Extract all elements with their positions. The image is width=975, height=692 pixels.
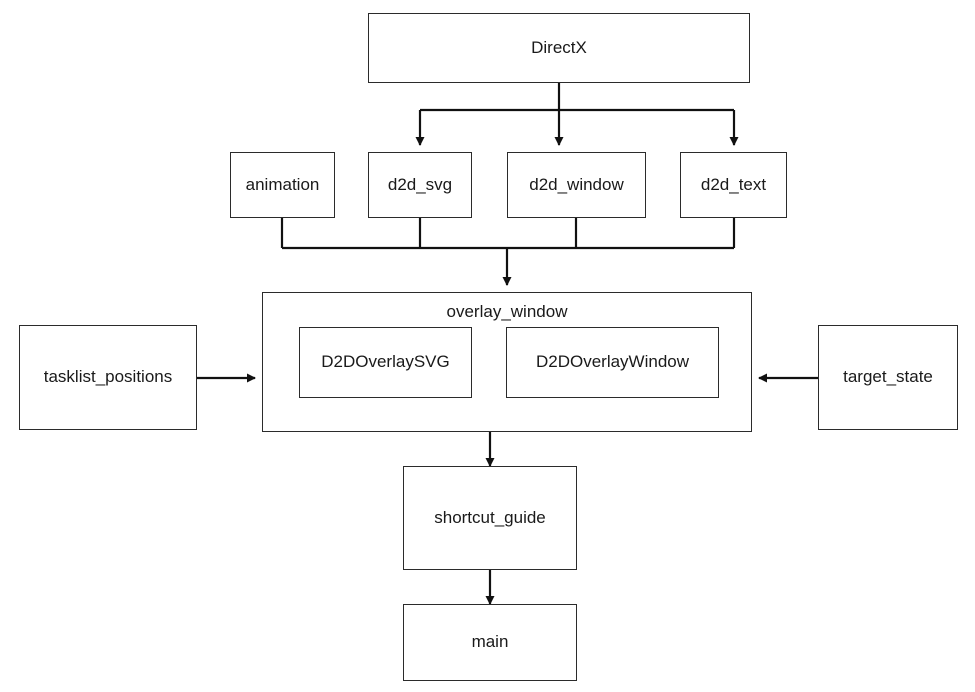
node-shortcut-guide[interactable]: shortcut_guide — [403, 466, 577, 570]
node-overlay-window[interactable]: overlay_window — [262, 292, 752, 432]
node-directx[interactable]: DirectX — [368, 13, 750, 83]
node-shortcut-guide-label: shortcut_guide — [434, 507, 546, 527]
node-tasklist-positions-label: tasklist_positions — [43, 367, 173, 387]
node-d2d-window-label: d2d_window — [529, 174, 624, 194]
node-d2d-overlay-svg[interactable]: D2DOverlaySVG — [299, 327, 472, 398]
node-target-state[interactable]: target_state — [818, 325, 958, 430]
node-main[interactable]: main — [403, 604, 577, 681]
node-d2d-window[interactable]: d2d_window — [507, 152, 646, 218]
node-d2d-text[interactable]: d2d_text — [680, 152, 787, 218]
node-d2d-overlay-window[interactable]: D2DOverlayWindow — [506, 327, 719, 398]
node-directx-label: DirectX — [531, 37, 587, 57]
node-d2d-overlay-svg-label: D2DOverlaySVG — [321, 352, 450, 372]
node-animation[interactable]: animation — [230, 152, 335, 218]
node-d2d-svg-label: d2d_svg — [387, 174, 453, 194]
node-d2d-overlay-window-label: D2DOverlayWindow — [535, 352, 690, 372]
node-animation-label: animation — [245, 174, 320, 194]
node-main-label: main — [471, 632, 509, 652]
node-d2d-svg[interactable]: d2d_svg — [368, 152, 472, 218]
node-tasklist-positions[interactable]: tasklist_positions — [19, 325, 197, 430]
node-target-state-label: target_state — [843, 367, 933, 387]
node-d2d-text-label: d2d_text — [700, 174, 767, 194]
node-overlay-window-label: overlay_window — [446, 302, 568, 321]
